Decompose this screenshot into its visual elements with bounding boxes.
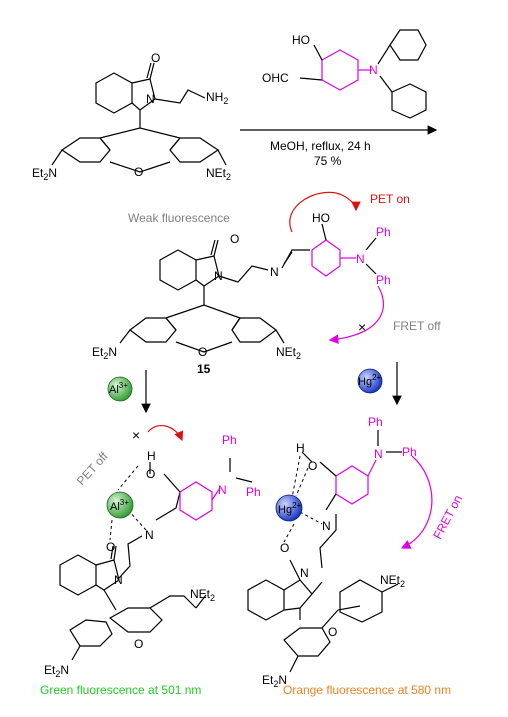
al-co-coordination [109, 519, 113, 541]
hg-complex-amine-n: N [374, 447, 383, 461]
hg-complex-net2: NEt2 [380, 573, 405, 589]
pet-on-arrow [289, 191, 361, 233]
hg-amideo-coordination [283, 523, 295, 543]
hg-n-coordination [299, 511, 323, 525]
fret-off-cross: × [358, 319, 366, 335]
al-complex-xanthene-o: O [134, 637, 143, 651]
reagent-n-label: N [369, 63, 378, 77]
hg-h-coordination [291, 455, 301, 499]
cmpd15-ph-bottom: Ph [376, 273, 391, 287]
fret-off-arrow [328, 285, 385, 344]
hg-ion-label: Hg2+ [358, 373, 382, 388]
pet-on-label: PET on [370, 192, 410, 206]
xanthene-o-label: O [134, 165, 143, 179]
al-complex-amide-n: N [114, 573, 123, 587]
pet-off-label: PET off [74, 449, 111, 488]
aldehyde-reagent-structure [299, 29, 427, 119]
al-complex-ph-right: Ph [246, 485, 261, 499]
hg-bound-ball [275, 494, 303, 522]
hg-complex-ph-top: Ph [368, 415, 383, 429]
al-complex-net2: NEt2 [190, 587, 215, 603]
al-bound-label: Al3+ [110, 498, 129, 513]
pet-off-cross: × [132, 427, 140, 443]
hg-ion-ball [357, 368, 383, 394]
weak-fluorescence-label: Weak fluorescence [128, 211, 230, 225]
hg-complex-et2n: Et2N [262, 673, 287, 689]
cmpd15-ph-top: Ph [376, 225, 391, 239]
hg-oh-bond [301, 451, 313, 463]
al-ion-label: Al3+ [109, 381, 128, 396]
compound-15-structure [119, 239, 285, 353]
al-complex-amine-n: N [218, 483, 227, 497]
al-bound-ball [106, 491, 134, 519]
fret-on-label: FRET on [430, 493, 465, 542]
cmpd15-imine-n: N [270, 265, 279, 279]
compound-15-schiff-phenol [281, 223, 377, 277]
nh2-label: NH2 [206, 90, 228, 106]
cmpd15-amide-n: N [214, 269, 223, 283]
hg-complex-ph-right: Ph [402, 445, 417, 459]
cmpd15-carbonyl-o: O [230, 232, 239, 246]
cmpd15-ho-label: HO [312, 211, 330, 225]
hg-complex-o: O [308, 459, 317, 473]
al-complex-carbonyl-o: O [106, 540, 115, 554]
hg-complex-structure [247, 430, 402, 673]
al-o-coordination [117, 465, 139, 491]
compound-number: 15 [197, 362, 211, 376]
hg-complex-xanthene-o: O [328, 625, 337, 639]
hg-bound-label: Hg2+ [278, 501, 302, 516]
reagent-cho-label: OHC [262, 71, 289, 85]
al-complex-et2n: Et2N [44, 663, 69, 679]
hg-o-coordination [295, 467, 309, 497]
carbonyl-o-label: O [151, 51, 160, 65]
right-net2-label: NEt2 [206, 166, 231, 182]
rhodamine-amine-structure [51, 62, 227, 173]
cmpd15-xanthene-o: O [198, 345, 207, 359]
left-et2n-label: Et2N [32, 166, 57, 182]
fret-on-arrow [400, 455, 433, 549]
hg-complex-amide-n: N [300, 566, 309, 580]
reagent-ho-label: HO [292, 33, 310, 47]
al-complex-h: H [147, 449, 156, 463]
hg-complex-imine-n: N [322, 519, 331, 533]
cmpd15-amine-n: N [356, 252, 365, 266]
al-complex-structure [59, 458, 253, 661]
al-complex-imine-n: N [145, 528, 154, 542]
reaction-conditions: MeOH, reflux, 24 h [270, 139, 371, 153]
al-n-coordination [127, 509, 147, 531]
reaction-yield: 75 % [314, 154, 342, 168]
al-complex-ph-top: Ph [222, 433, 237, 447]
green-fluorescence-result: Green fluorescence at 501 nm [40, 683, 201, 697]
fret-off-label: FRET off [393, 319, 441, 333]
amide-n-label: N [146, 92, 155, 106]
pet-off-arrow [147, 424, 184, 442]
hg-complex-h: H [296, 441, 305, 455]
orange-fluorescence-result: Orange fluorescence at 580 nm [283, 683, 451, 697]
al-complex-o: O [146, 467, 155, 481]
al-ion-ball [107, 376, 133, 402]
hg-complex-amide-o: O [280, 541, 289, 555]
cmpd15-left-et2n: Et2N [92, 345, 117, 361]
cmpd15-right-net2: NEt2 [276, 345, 301, 361]
